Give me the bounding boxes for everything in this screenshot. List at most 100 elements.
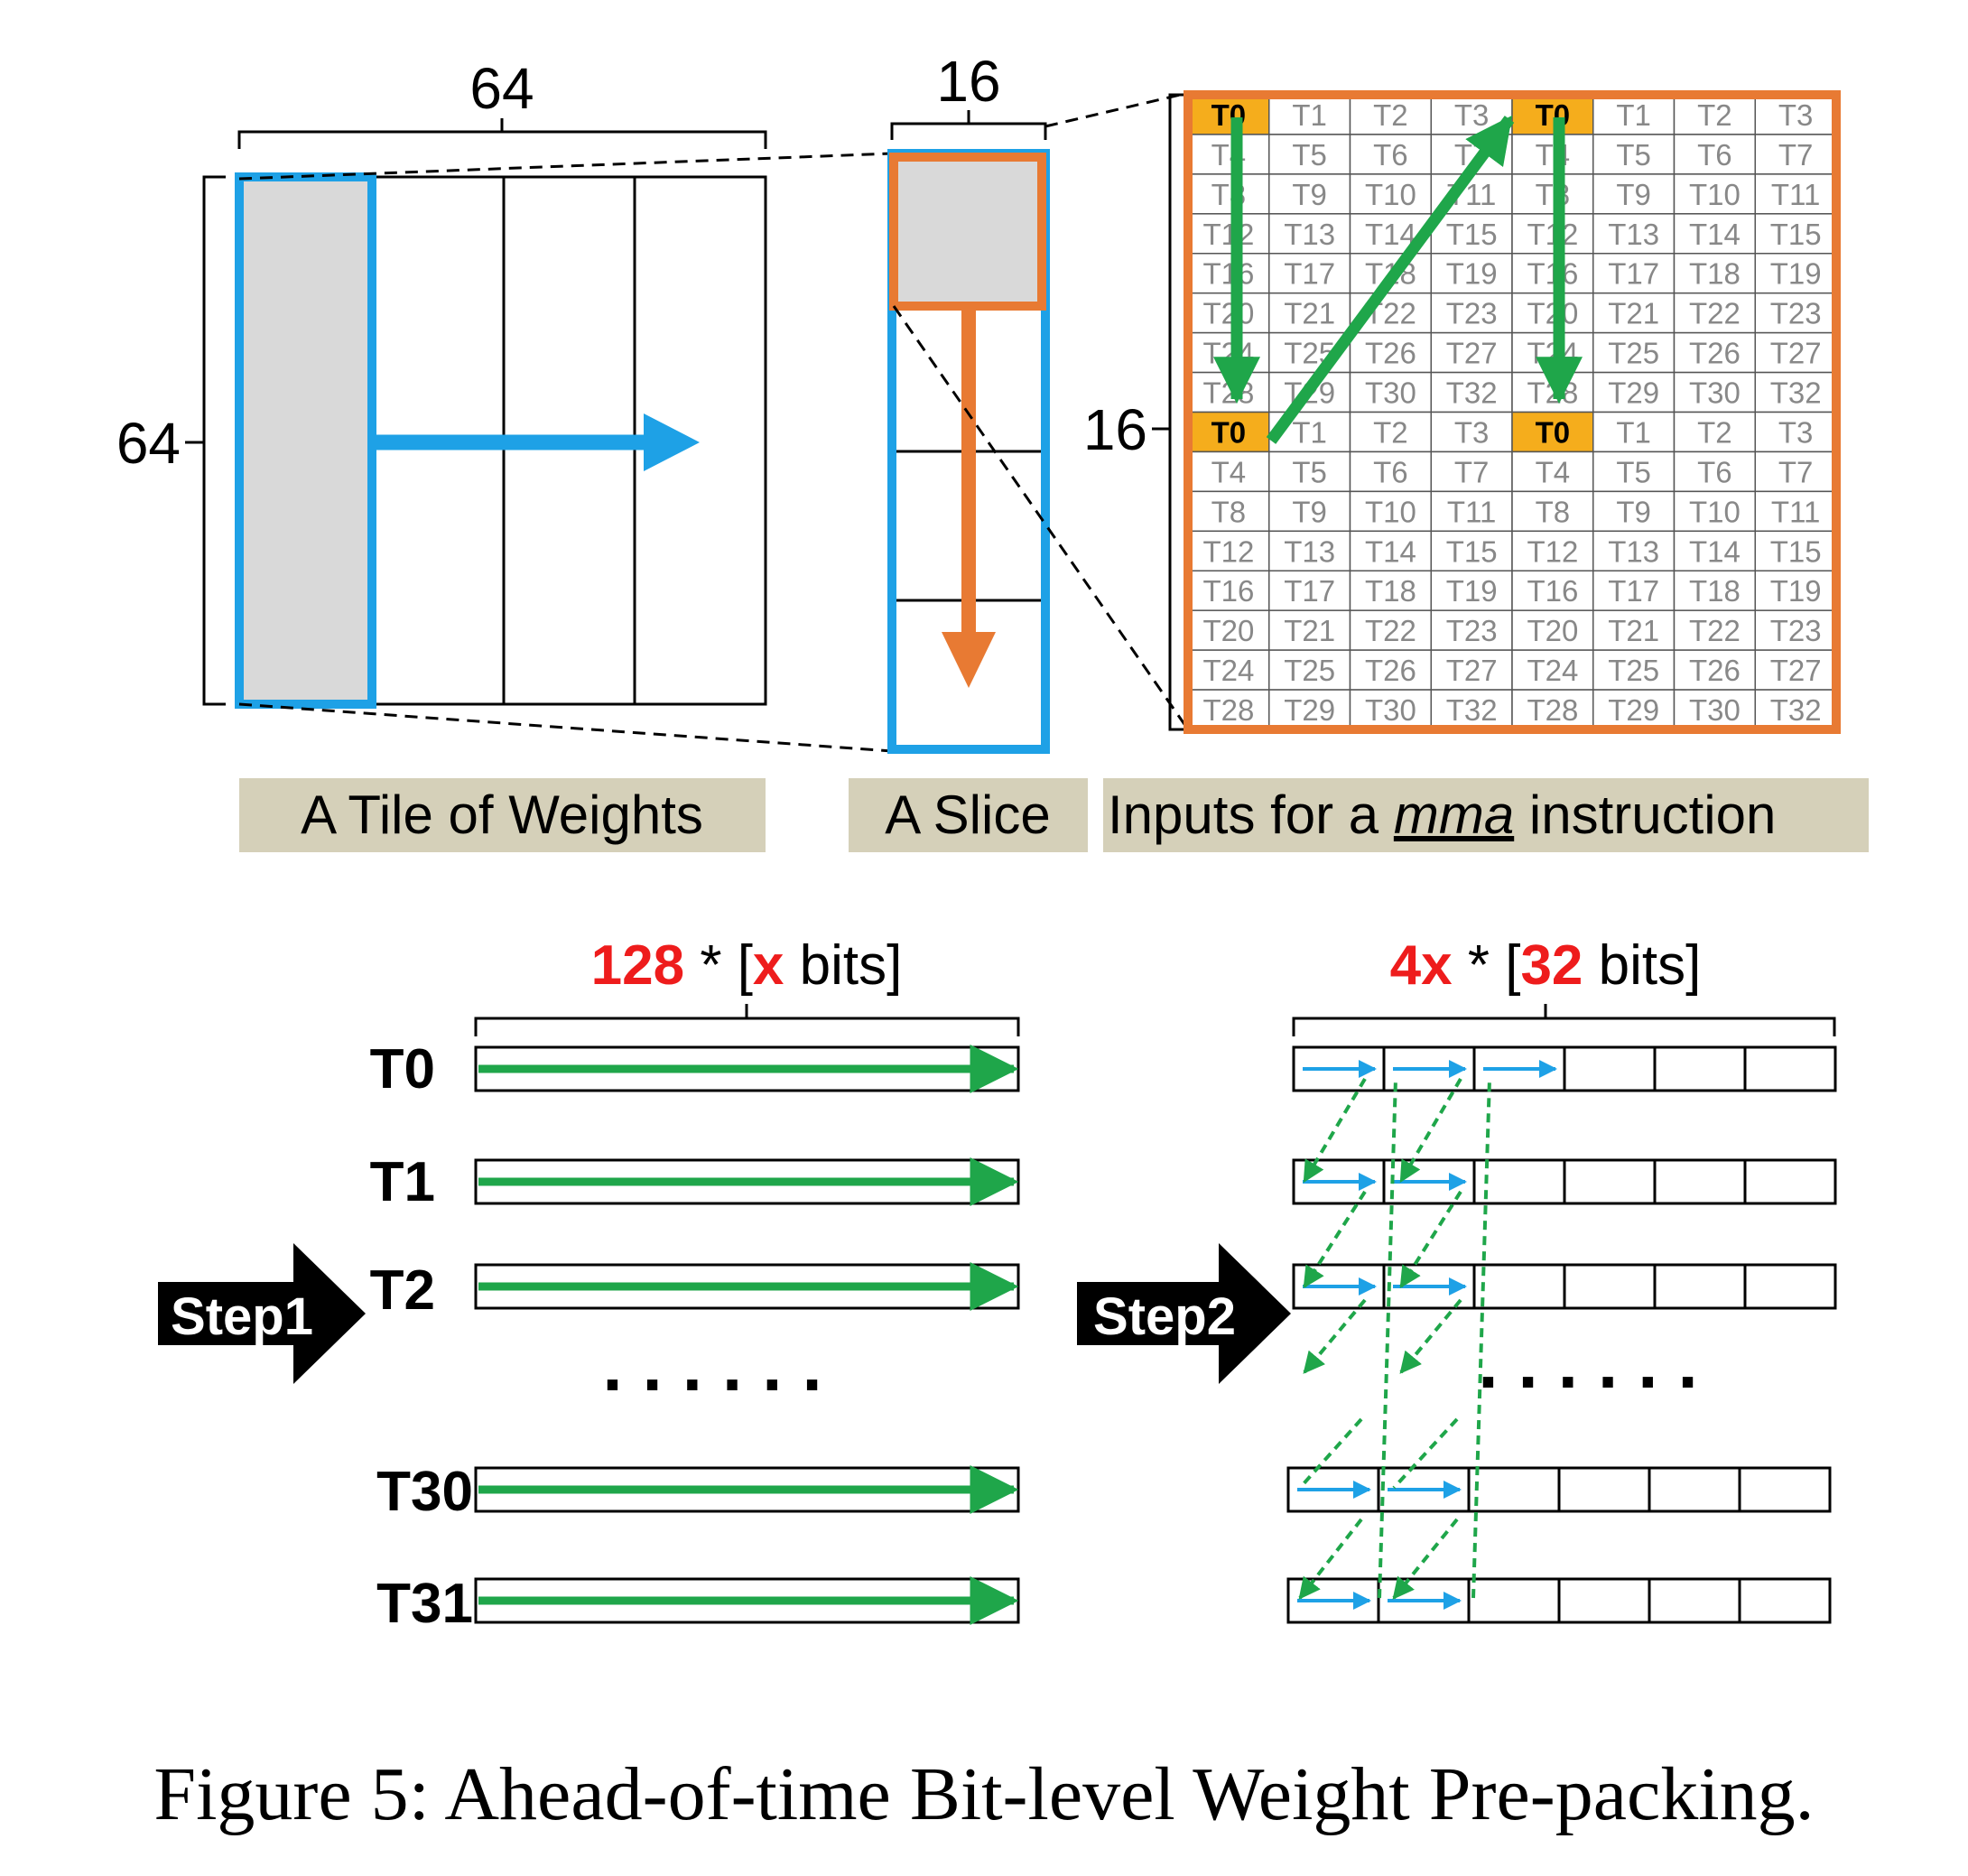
mma-cell-label: T8 [1536,495,1571,528]
mma-cell-label: T15 [1446,534,1498,568]
mma-cell-label: T4 [1211,455,1247,488]
mma-caption-prefix: Inputs for a [1108,785,1394,845]
mma-grid-cell [1592,411,1676,453]
mma-cell-label: T17 [1284,574,1335,608]
step2-row [1286,1466,1832,1513]
mma-cell-label: T10 [1365,495,1416,528]
mma-cell-label: T29 [1608,376,1659,410]
step1-header-var: x [753,934,784,997]
mma-cell-label: T1 [1616,415,1651,449]
mma-grid-cell [1511,689,1594,730]
mma-caption-box [1103,778,1869,852]
mma-grid-cell [1592,331,1676,374]
step2-word-box [1472,1263,1566,1310]
mma-cell-label: T10 [1365,178,1416,211]
mma-cell-label: T11 [1771,178,1820,211]
mma-grid-cell [1754,371,1837,413]
step2-word-box [1467,1466,1561,1513]
mma-grid-cell [1511,530,1594,571]
mma-cell-label: T28 [1527,693,1578,727]
mma-grid-cell [1430,371,1513,413]
mma-cell-label: T16 [1527,257,1578,291]
mma-grid-cell [1349,530,1432,571]
step2-header: 4x * [32 bits] [1390,934,1702,997]
step1-row-t0: T0 [370,1038,1020,1101]
mma-cell-label: T32 [1446,376,1498,410]
step1-arrow: Step1 [158,1243,366,1384]
mma-grid-cell [1673,450,1756,493]
step2-scan-paths [1298,1077,1491,1600]
mma-grid-cell [1511,411,1594,453]
step1-row-label: T0 [370,1038,435,1101]
mma-cell-label: T9 [1292,178,1327,211]
mma-grid-cell [1592,649,1676,691]
mma-outline [1184,90,1841,734]
mma-grid-cell [1268,609,1351,651]
mma-grid-cell [1187,213,1270,255]
step2-header-count: 4x [1390,934,1453,997]
mma-grid-cell [1673,530,1756,571]
mma-cell-label: T13 [1284,534,1335,568]
step2-word-box [1648,1466,1741,1513]
step2-header-var: 32 [1520,934,1583,997]
mma-grid-cell [1592,609,1676,651]
step2-word-box [1563,1045,1657,1092]
mma-grid-cell [1187,490,1270,533]
mma-grid-cell [1430,253,1513,294]
mma-cell-label: T23 [1770,614,1822,647]
mma-grid-cell [1349,689,1432,730]
mma-caption-suffix: instruction [1514,785,1776,845]
mma-grid-cell [1349,371,1432,413]
mma-cell-label: T2 [1373,98,1408,132]
step2-word-box [1563,1158,1657,1205]
mma-cell-label: T22 [1365,614,1416,647]
mma-cell-label: T21 [1284,297,1335,330]
mma-grid-cell [1673,292,1756,334]
mma-grid-cell [1430,331,1513,374]
mma-grid-cell [1511,609,1594,651]
mma-cell-label: T14 [1365,534,1416,568]
mma-grid-cell [1592,450,1676,493]
slice-width-bracket [890,110,1047,140]
mma-traversal-arrows [1213,115,1583,444]
step2-word-box [1653,1263,1747,1310]
mma-cell-label: T8 [1211,495,1247,528]
mma-grid-cell [1268,689,1351,730]
mma-cell-label: T20 [1527,297,1578,330]
mma-cell-label: T1 [1616,98,1651,132]
step1-row-t2: T2 [370,1259,1020,1322]
mma-grid-cell [1430,570,1513,611]
step2-arrow-label: Step2 [1093,1287,1236,1346]
step2-row [1292,1263,1837,1310]
mma-cell-label: T1 [1292,98,1327,132]
mma-grid-cell [1673,570,1756,611]
mma-cell-label: T9 [1616,495,1651,528]
mma-grid-cell [1268,490,1351,533]
mma-cell-label: T13 [1608,218,1659,251]
step2-row [1292,1158,1837,1205]
slice-to-mma-zoom-lines [892,91,1190,730]
mma-cell-label: T29 [1608,693,1659,727]
slice-caption: A Slice [885,785,1050,845]
mma-cell-label: T6 [1373,138,1408,172]
mma-cell-label: T5 [1616,138,1651,172]
mma-cell-label: T13 [1608,534,1659,568]
mma-grid-cell [1349,490,1432,533]
step1-row-label: T1 [370,1151,435,1213]
slice-selected-block [889,153,1046,311]
mma-cell-label: T0 [1211,415,1247,449]
step1-row-label: T2 [370,1259,435,1322]
mma-grid-cell [1511,94,1594,135]
mma-grid-cell [1673,173,1756,215]
mma-cell-label: T9 [1292,495,1327,528]
mma-cell-label: T12 [1527,534,1578,568]
mma-cell-label: T13 [1284,218,1335,251]
step2-arrow: Step2 [1077,1243,1291,1384]
step1-row-t30: T30 [376,1461,1020,1523]
step2-word-box [1648,1577,1741,1624]
mma-cell-label: T12 [1202,218,1254,251]
step2-word-box [1563,1263,1657,1310]
mma-cell-label: T5 [1292,455,1327,488]
mma-cell-label: T21 [1608,297,1659,330]
mma-grid-cell [1511,213,1594,255]
